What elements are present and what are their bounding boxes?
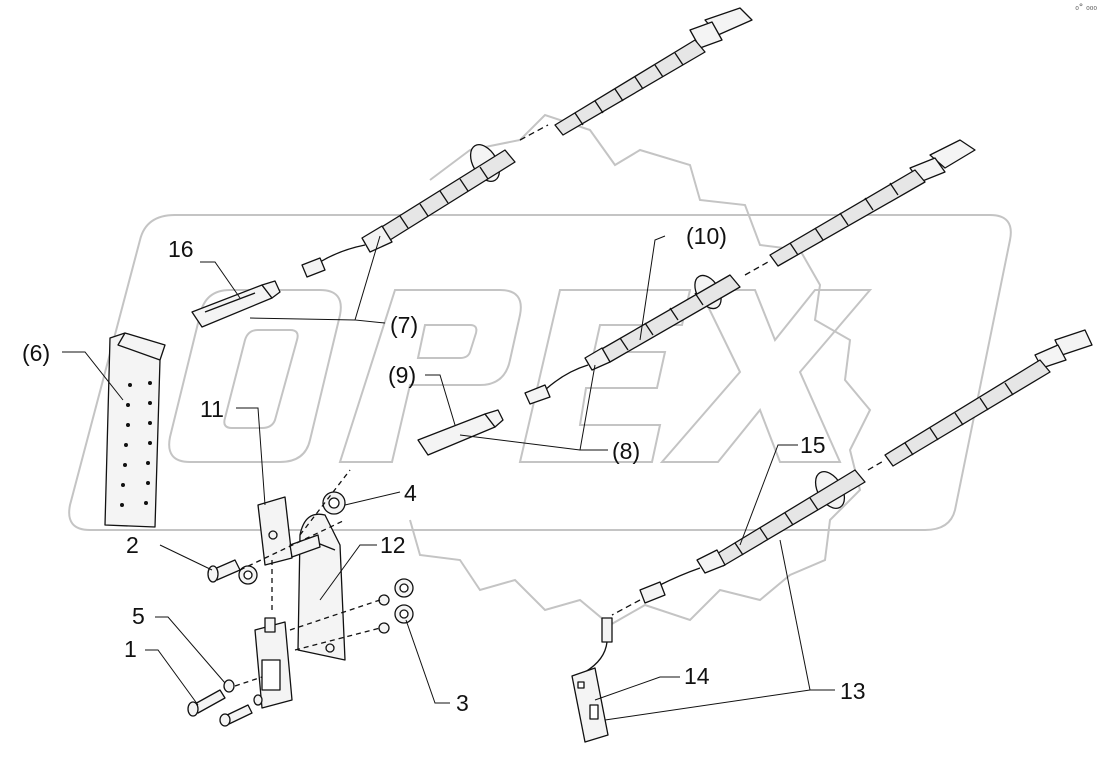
callout-3: 3 bbox=[456, 690, 469, 716]
callout-6: (6) bbox=[22, 340, 51, 366]
bolt-1 bbox=[187, 689, 263, 727]
washer-near-2 bbox=[238, 565, 258, 585]
perforated-plate-6 bbox=[104, 332, 166, 528]
callout-11: 11 bbox=[200, 396, 224, 422]
callout-8: (8) bbox=[612, 438, 641, 464]
callout-2: 2 bbox=[126, 532, 139, 558]
nuts-3 bbox=[378, 578, 414, 634]
leader-lines bbox=[62, 235, 835, 721]
callout-16: 16 bbox=[168, 236, 194, 262]
lower-sensor-bracket bbox=[254, 560, 293, 709]
sensor-block-9 bbox=[417, 409, 504, 456]
callout-9: (9) bbox=[388, 362, 417, 388]
callout-10: (10) bbox=[686, 223, 727, 249]
washer-5 bbox=[223, 679, 235, 693]
callout-13: 13 bbox=[840, 678, 866, 704]
sensor-plate-14 bbox=[571, 667, 609, 743]
opex-watermark-logo bbox=[68, 113, 1012, 627]
alignment-lines bbox=[234, 469, 381, 687]
lower-sensor-cable bbox=[584, 329, 1093, 673]
corner-mark: ₀° ₀₀₀ bbox=[1075, 3, 1097, 13]
bolt-2 bbox=[207, 559, 241, 583]
upper-sensor-cable bbox=[301, 7, 753, 278]
callout-12: 12 bbox=[380, 532, 406, 558]
callout-15: 15 bbox=[800, 432, 826, 458]
callout-1: 1 bbox=[124, 636, 137, 662]
bracket-11 bbox=[257, 496, 293, 566]
nut-4 bbox=[322, 491, 346, 515]
callout-14: 14 bbox=[684, 663, 710, 689]
bracket-plate-12 bbox=[289, 513, 346, 661]
middle-sensor-cable bbox=[524, 139, 976, 405]
callout-5: 5 bbox=[132, 603, 145, 629]
sensor-block-16 bbox=[191, 280, 281, 328]
callout-7: (7) bbox=[390, 312, 419, 338]
callout-4: 4 bbox=[404, 480, 417, 506]
